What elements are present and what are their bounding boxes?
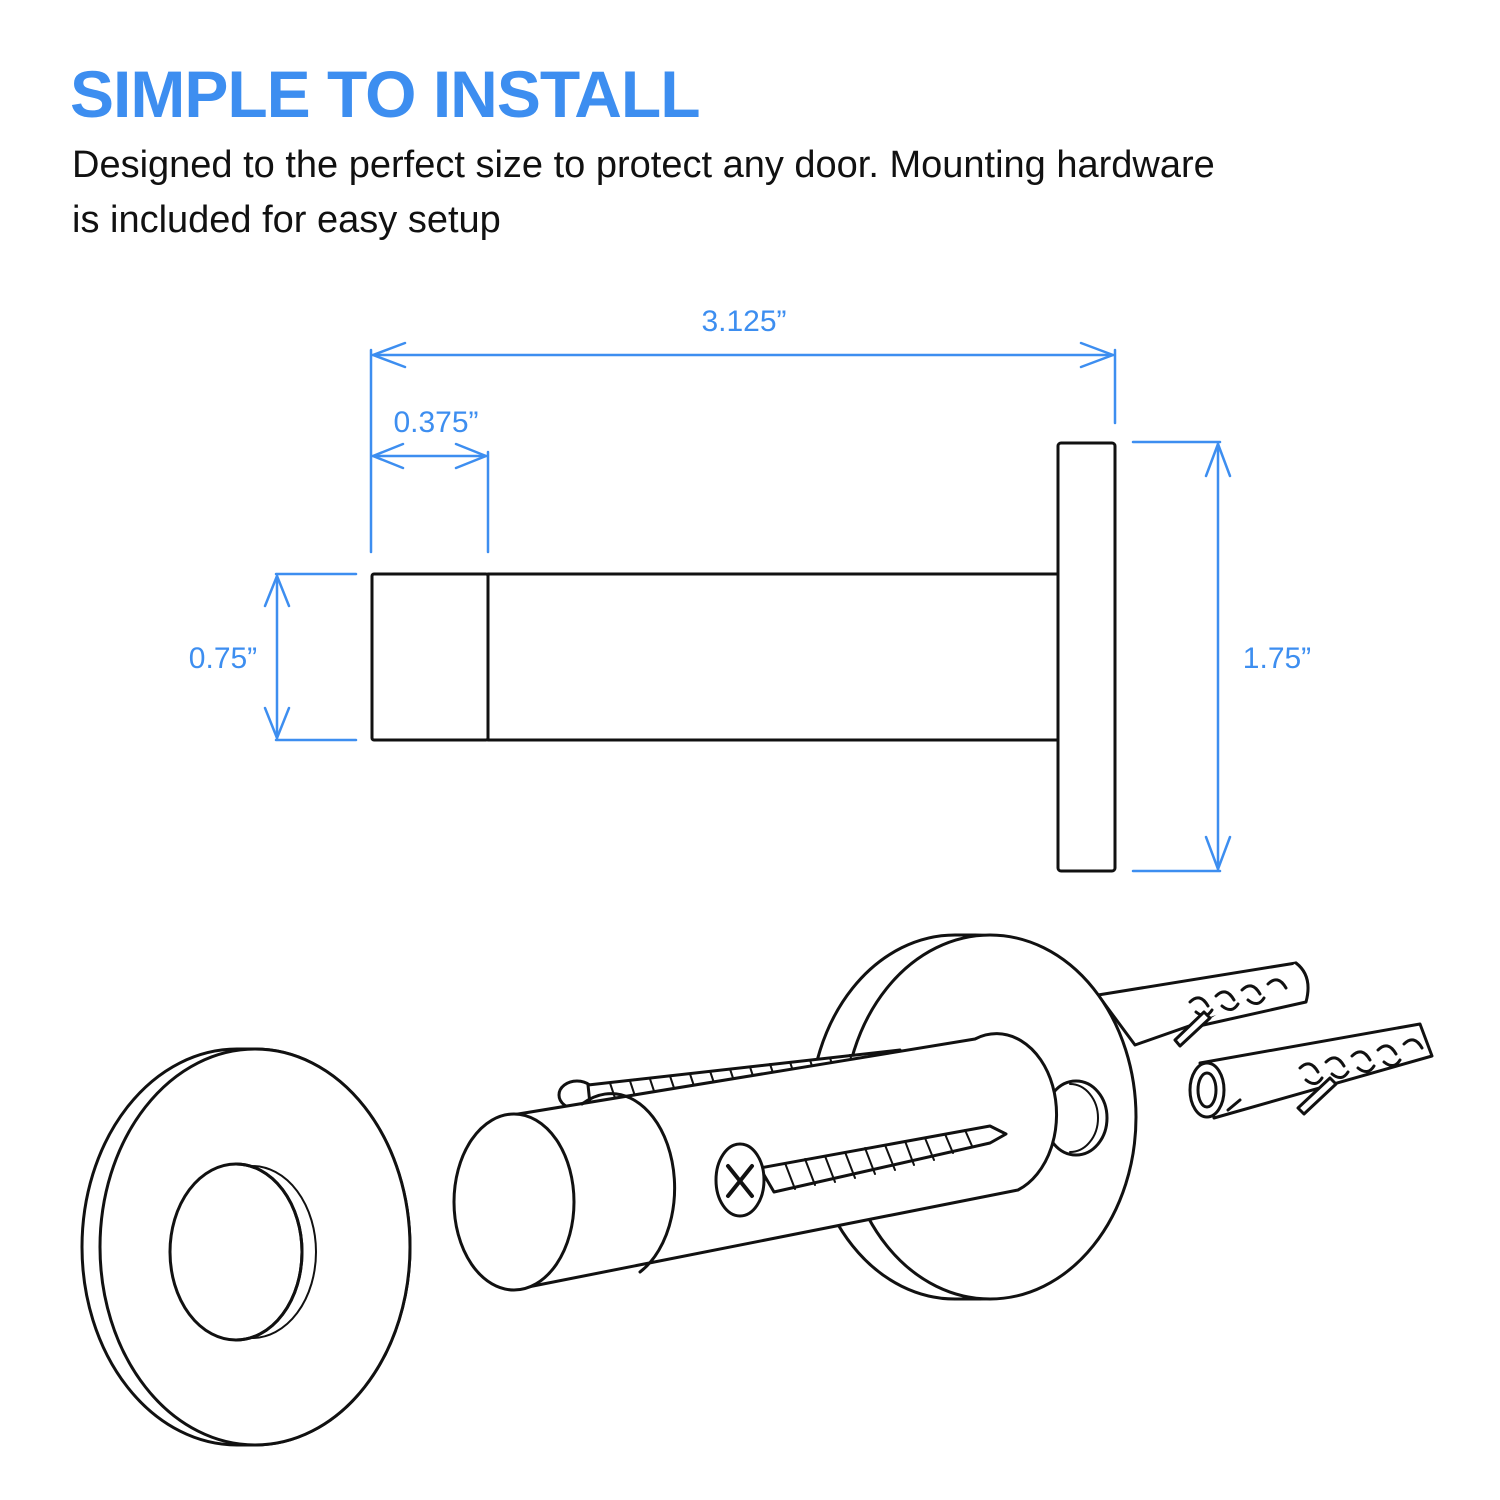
body-diameter-label: 0.75” — [189, 642, 257, 675]
stopper-body — [452, 1032, 1059, 1292]
wall-anchor-lower — [1188, 1022, 1434, 1120]
cover-ring — [80, 1047, 412, 1447]
body-diameter-dimension-line — [263, 574, 291, 740]
base-diameter-dimension-line — [1204, 442, 1232, 871]
stopper-body-outline — [486, 572, 1060, 742]
base-diameter-label: 1.75” — [1243, 642, 1311, 675]
side-view — [370, 441, 1117, 873]
tip-length-label: 0.375” — [393, 406, 478, 439]
stopper-tip-face — [452, 1112, 576, 1292]
wall-anchor-upper — [1096, 961, 1310, 1048]
description-line-1: Designed to the perfect size to protect … — [72, 144, 1215, 186]
overall-length-label: 3.125” — [701, 305, 786, 338]
page-description: Designed to the perfect size to protect … — [72, 138, 1272, 248]
phillips-cross-icon — [726, 1164, 754, 1198]
mounting-screw — [714, 1124, 1008, 1218]
stopper-base-plate-outline — [1056, 441, 1117, 873]
dimension-lines — [263, 341, 1232, 873]
stopper-tip-outline — [370, 572, 490, 742]
description-line-2: is included for easy setup — [72, 199, 501, 241]
page-title: SIMPLE TO INSTALL — [70, 57, 701, 131]
exploded-view — [80, 933, 1434, 1447]
tip-length-dimension-line — [371, 442, 488, 470]
overall-length-dimension-line — [371, 341, 1115, 369]
